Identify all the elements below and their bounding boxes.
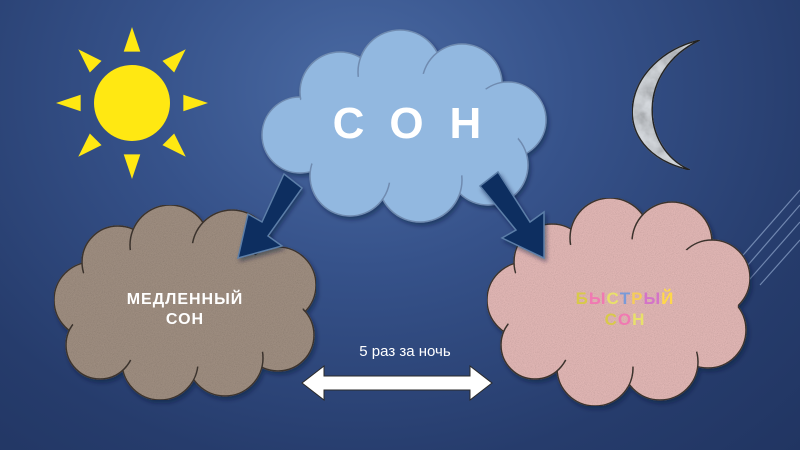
- sun-ray: [162, 49, 186, 73]
- sun-ray: [183, 94, 208, 112]
- sun-ray: [56, 94, 81, 112]
- slow-sleep-label: МЕДЛЕННЫЙ СОН: [100, 290, 270, 330]
- fast-sleep-label-line1: БЫСТРЫЙ: [540, 288, 710, 309]
- fast-sleep-letter: Н: [632, 310, 646, 330]
- fast-sleep-letter: Б: [575, 289, 589, 308]
- main-cloud: [261, 29, 547, 223]
- sun-ray: [78, 133, 102, 157]
- sun-ray: [78, 49, 102, 73]
- fast-sleep-label: БЫСТРЫЙ СОН: [540, 288, 710, 331]
- slow-sleep-cloud: [53, 204, 317, 401]
- slow-sleep-label-line1: МЕДЛЕННЫЙ: [126, 291, 244, 308]
- fast-sleep-letter: Т: [619, 289, 632, 308]
- arrow-to-slow-sleep: [236, 172, 304, 260]
- slow-sleep-label-line2: СОН: [165, 311, 205, 328]
- arrow-to-fast-sleep: [478, 170, 545, 260]
- sun-ray: [123, 154, 141, 179]
- fast-sleep-letter: С: [606, 289, 620, 308]
- sun-ray: [162, 133, 186, 157]
- sun-icon: [56, 27, 208, 179]
- fast-sleep-letter: Ы: [643, 289, 662, 308]
- fast-sleep-letter: Р: [631, 289, 644, 308]
- double-arrow-icon: [301, 364, 493, 402]
- fast-sleep-letter: О: [617, 310, 633, 330]
- main-cloud-title: СОН: [332, 99, 508, 148]
- cycle-caption: 5 раз за ночь: [359, 343, 451, 360]
- fast-sleep-letter: С: [604, 310, 618, 330]
- fast-sleep-letter: Ы: [588, 289, 607, 308]
- sun-ray: [123, 27, 141, 52]
- fast-sleep-cloud: [486, 197, 751, 407]
- crescent-moon-icon: [631, 39, 701, 171]
- fast-sleep-label-line2: СОН: [540, 309, 710, 330]
- fast-sleep-letter: Й: [661, 289, 675, 308]
